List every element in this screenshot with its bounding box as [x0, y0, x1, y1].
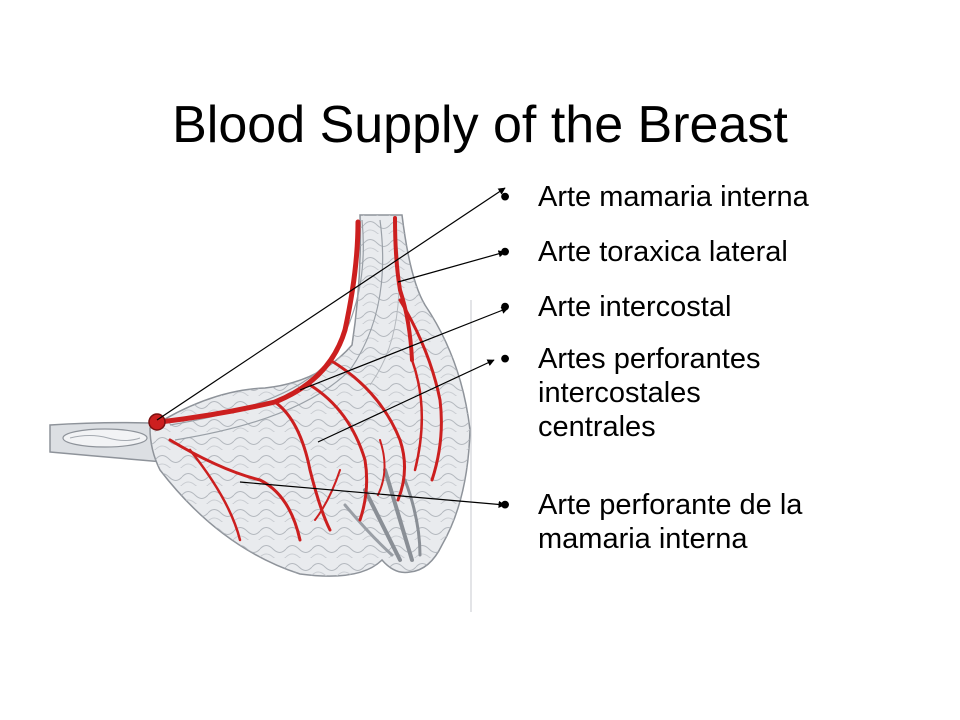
breast-tissue	[149, 214, 472, 612]
bullet-glyph: •	[500, 489, 511, 521]
bullet-text: Arte perforante de la mamaria interna	[538, 489, 803, 555]
bullet-text: Arte toraxica lateral	[538, 236, 788, 268]
bullet-glyph: •	[500, 236, 511, 268]
bullet-text: Arte intercostal	[538, 291, 732, 323]
leader-line-2	[397, 250, 506, 283]
leader-line-3	[299, 307, 509, 391]
bullet-glyph: •	[500, 181, 511, 213]
bullet-text: Artes perforantes intercostales centrale…	[538, 343, 761, 443]
slide-title: Blood Supply of the Breast	[172, 95, 788, 154]
leader-line-4	[317, 359, 495, 443]
bullet-glyph: •	[500, 291, 511, 323]
arteries	[148, 216, 443, 542]
bullet-glyph: •	[500, 343, 511, 375]
leader-line-5	[239, 481, 506, 509]
leader-line-1	[156, 187, 506, 421]
bullet-text: Arte mamaria interna	[538, 181, 809, 213]
leader-lines	[156, 187, 509, 509]
